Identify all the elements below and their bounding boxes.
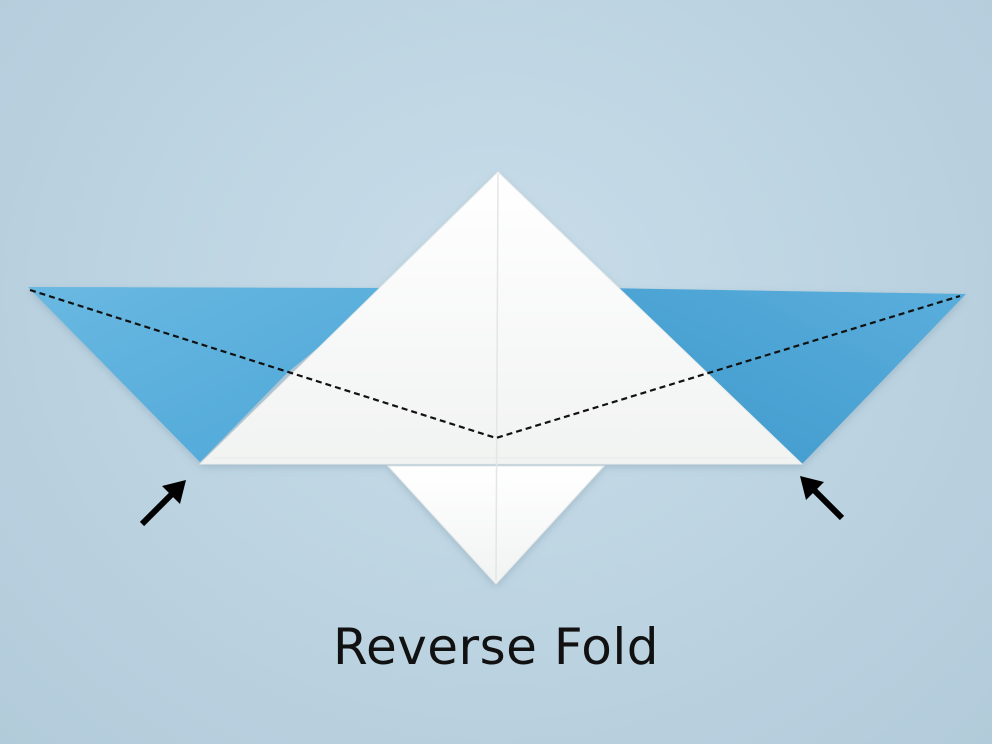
right-arrow-icon	[800, 476, 845, 521]
right-blue-flap	[600, 288, 966, 464]
step-caption: Reverse Fold	[332, 618, 660, 676]
left-blue-flap	[28, 287, 392, 462]
left-arrow-icon	[139, 480, 186, 527]
center-crease	[495, 173, 499, 581]
fold-guide-dashed-line	[29, 288, 961, 440]
